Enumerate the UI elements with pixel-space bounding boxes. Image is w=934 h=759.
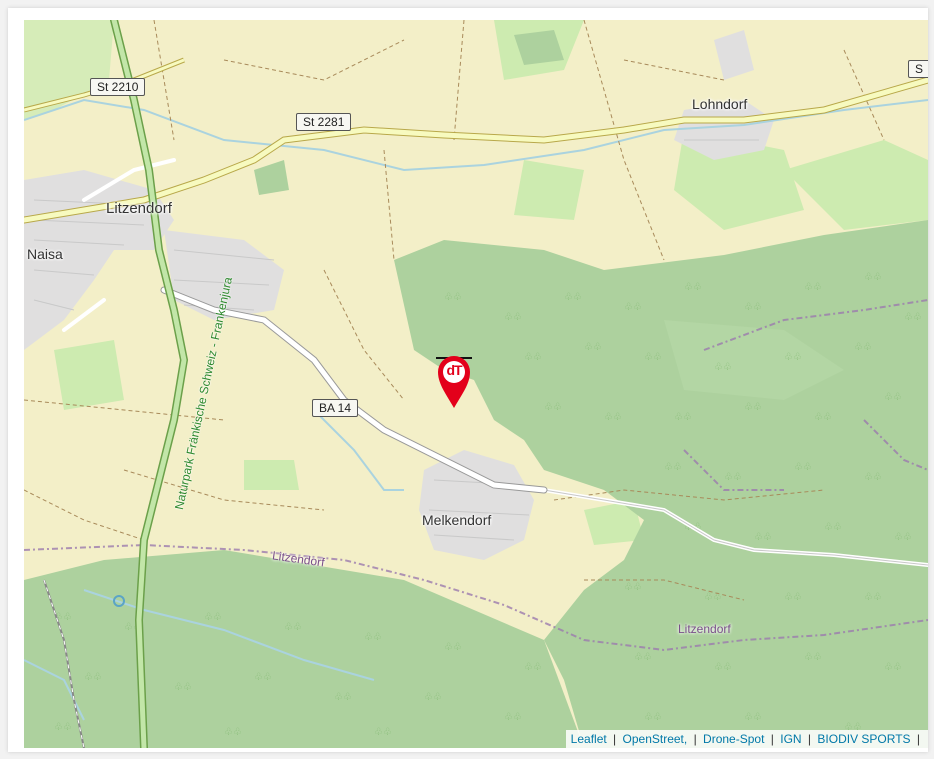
svg-text:♧♧: ♧♧ — [844, 722, 862, 733]
svg-text:♧♧: ♧♧ — [814, 412, 832, 423]
drone-spot-marker[interactable]: dT — [436, 354, 472, 410]
svg-text:♧♧: ♧♧ — [284, 622, 302, 633]
map-tiles: ♧♧ ♧♧ ♧♧ ♧♧ ♧♧ ♧♧ ♧♧ ♧♧ ♧♧ ♧♧ ♧♧ ♧♧ ♧♧ ♧♧ ♧♧ ♧♧ ♧♧ ♧… — [24, 20, 928, 748]
svg-text:♧♧: ♧♧ — [864, 472, 882, 483]
svg-text:♧♧: ♧♧ — [364, 632, 382, 643]
attribution-separator: | — [693, 732, 697, 746]
town-label-naisa: Naisa — [27, 246, 63, 262]
svg-text:♧♧: ♧♧ — [744, 402, 762, 413]
road-shield-ba14: BA 14 — [312, 399, 359, 417]
area-label-litzendorf-east: Litzendorf — [678, 622, 731, 636]
attribution-link-leaflet[interactable]: Leaflet — [570, 732, 607, 746]
svg-text:♧♧: ♧♧ — [84, 672, 102, 683]
svg-text:♧♧: ♧♧ — [754, 532, 772, 543]
svg-text:♧♧: ♧♧ — [714, 662, 732, 673]
svg-text:♧♧: ♧♧ — [864, 592, 882, 603]
svg-text:♧♧: ♧♧ — [804, 652, 822, 663]
town-label-lohndorf: Lohndorf — [692, 96, 748, 112]
svg-text:♧♧: ♧♧ — [744, 302, 762, 313]
svg-text:♧♧: ♧♧ — [254, 672, 272, 683]
svg-text:♧♧: ♧♧ — [714, 362, 732, 373]
svg-text:♧♧: ♧♧ — [624, 582, 642, 593]
svg-text:♧♧: ♧♧ — [604, 412, 622, 423]
svg-text:♧♧: ♧♧ — [784, 352, 802, 363]
svg-text:♧♧: ♧♧ — [444, 292, 462, 303]
attribution-link-biodiv-sports[interactable]: BIODIV SPORTS — [817, 732, 911, 746]
svg-text:♧♧: ♧♧ — [204, 612, 222, 623]
map-viewport[interactable]: ♧♧ ♧♧ ♧♧ ♧♧ ♧♧ ♧♧ ♧♧ ♧♧ ♧♧ ♧♧ ♧♧ ♧♧ ♧♧ ♧♧ ♧♧ ♧♧ ♧♧ ♧… — [24, 20, 928, 748]
svg-text:♧♧: ♧♧ — [374, 727, 392, 738]
attribution-link-openstreet[interactable]: OpenStreet, — [622, 732, 688, 746]
svg-text:♧♧: ♧♧ — [884, 392, 902, 403]
svg-text:♧♧: ♧♧ — [674, 412, 692, 423]
svg-text:♧♧: ♧♧ — [824, 522, 842, 533]
svg-text:♧♧: ♧♧ — [904, 312, 922, 323]
marker-label: dT — [446, 362, 462, 378]
svg-text:♧♧: ♧♧ — [544, 402, 562, 413]
svg-text:♧♧: ♧♧ — [894, 532, 912, 543]
attribution-link-drone-spot[interactable]: Drone-Spot — [703, 732, 765, 746]
attribution-link-ign[interactable]: IGN — [780, 732, 802, 746]
attribution-separator: | — [770, 732, 774, 746]
svg-text:♧♧: ♧♧ — [524, 662, 542, 673]
svg-text:♧♧: ♧♧ — [704, 592, 722, 603]
svg-text:♧♧: ♧♧ — [794, 462, 812, 473]
svg-text:♧♧: ♧♧ — [54, 612, 72, 623]
attribution-separator: | — [613, 732, 617, 746]
map-attribution: Leaflet | OpenStreet, | Drone-Spot | IGN… — [565, 730, 928, 748]
svg-text:♧♧: ♧♧ — [584, 342, 602, 353]
svg-text:♧♧: ♧♧ — [504, 712, 522, 723]
road-shield-st2281: St 2281 — [296, 113, 352, 131]
town-label-litzendorf: Litzendorf — [106, 200, 172, 217]
svg-text:♧♧: ♧♧ — [624, 302, 642, 313]
svg-text:♧♧: ♧♧ — [684, 282, 702, 293]
svg-text:♧♧: ♧♧ — [724, 472, 742, 483]
map-pin-icon — [436, 356, 472, 408]
svg-text:♧♧: ♧♧ — [224, 727, 242, 738]
svg-text:♧♧: ♧♧ — [884, 662, 902, 673]
svg-text:♧♧: ♧♧ — [504, 312, 522, 323]
road-shield-st2210: St 2210 — [90, 78, 146, 96]
svg-text:♧♧: ♧♧ — [784, 592, 802, 603]
svg-text:♧♧: ♧♧ — [564, 292, 582, 303]
svg-text:♧♧: ♧♧ — [334, 692, 352, 703]
town-label-melkendorf: Melkendorf — [422, 512, 492, 528]
svg-text:♧♧: ♧♧ — [744, 712, 762, 723]
svg-text:♧♧: ♧♧ — [54, 722, 72, 733]
svg-text:♧♧: ♧♧ — [124, 622, 142, 633]
svg-text:♧♧: ♧♧ — [644, 712, 662, 723]
attribution-separator: | — [807, 732, 812, 746]
svg-text:♧♧: ♧♧ — [524, 352, 542, 363]
svg-text:♧♧: ♧♧ — [444, 642, 462, 653]
svg-text:♧♧: ♧♧ — [174, 682, 192, 693]
svg-text:♧♧: ♧♧ — [804, 282, 822, 293]
svg-text:♧♧: ♧♧ — [644, 352, 662, 363]
attribution-separator: | — [916, 732, 920, 746]
svg-text:♧♧: ♧♧ — [424, 692, 442, 703]
road-shield-edge: S — [908, 60, 928, 78]
svg-text:♧♧: ♧♧ — [864, 272, 882, 283]
svg-text:♧♧: ♧♧ — [854, 342, 872, 353]
svg-text:♧♧: ♧♧ — [664, 462, 682, 473]
svg-text:♧♧: ♧♧ — [634, 652, 652, 663]
